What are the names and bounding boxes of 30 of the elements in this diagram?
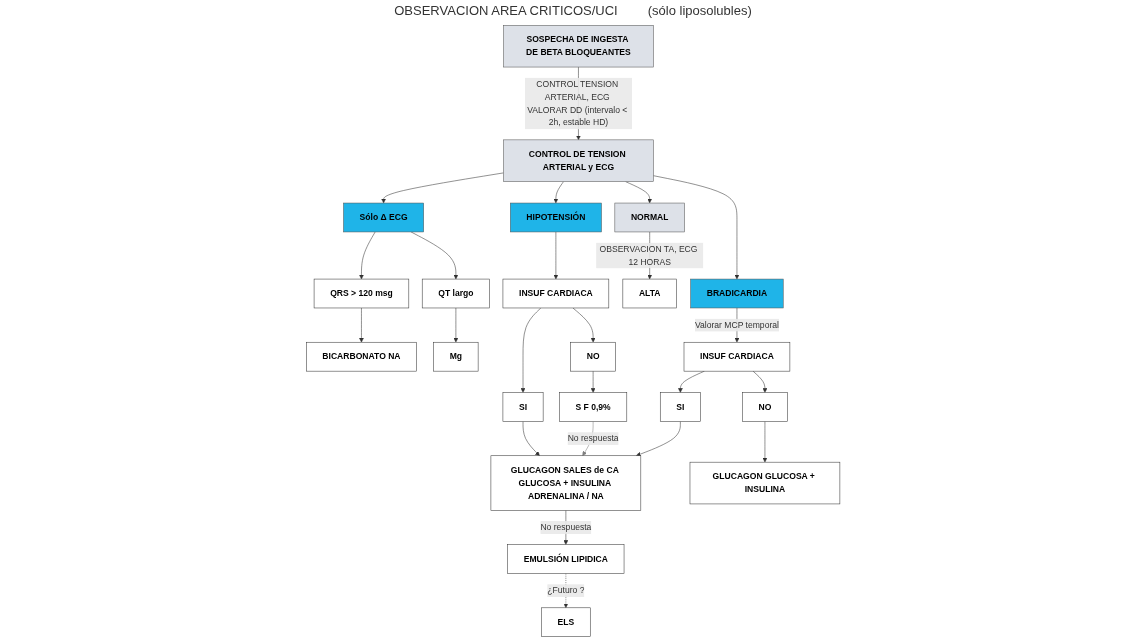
edge-label: No respuesta: [540, 522, 592, 532]
node-box: NO: [570, 341, 616, 372]
edge-label: CONTROL TENSION ARTERIAL, ECG VALORAR DD (intervalo < 2h, estable HD): [527, 79, 628, 128]
node-box: BRADICARDIA: [690, 278, 784, 309]
node-box: CONTROL DE TENSION ARTERIAL y ECG: [503, 139, 654, 182]
node-box: Sólo Δ ECG: [343, 202, 424, 233]
note-text: OBSERVACION AREA CRITICOS/UCI: [394, 3, 618, 18]
node-box: SI: [502, 392, 544, 422]
edge-label: OBSERVACION TA, ECG 12 HORAS: [599, 244, 698, 267]
node-box: NO: [742, 392, 788, 422]
edge-label: No respuesta: [567, 433, 619, 443]
node-box: QT largo: [421, 278, 490, 309]
node-box: S F 0,9%: [559, 392, 627, 422]
node-box: EMULSIÓN LIPIDICA: [507, 544, 625, 574]
edge-label: Valorar MCP temporal: [694, 320, 779, 330]
node-box: ALTA: [622, 278, 677, 309]
node-box: GLUCAGON SALES de CA GLUCOSA + INSULINA ADRENALINA / NA: [490, 455, 641, 511]
node-box: NORMAL: [614, 202, 685, 233]
node-box: INSUF CARDIACA: [683, 341, 791, 372]
node-box: SOSPECHA DE INGESTA DE BETA BLOQUEANTES: [503, 25, 654, 68]
node-box: QRS > 120 msg: [313, 278, 409, 309]
node-box: INSUF CARDIACA: [502, 278, 609, 309]
note-text: (sólo liposolubles): [647, 3, 752, 18]
node-box: HIPOTENSIÓN: [509, 202, 602, 233]
edge-label: ¿Futuro ?: [547, 585, 585, 595]
node-box: SI: [659, 392, 701, 422]
node-box: GLUCAGON GLUCOSA + INSULINA: [689, 461, 841, 505]
node-box: ELS: [541, 607, 591, 637]
node-box: BICARBONATO NA: [305, 341, 417, 372]
node-box: Mg: [433, 341, 479, 372]
